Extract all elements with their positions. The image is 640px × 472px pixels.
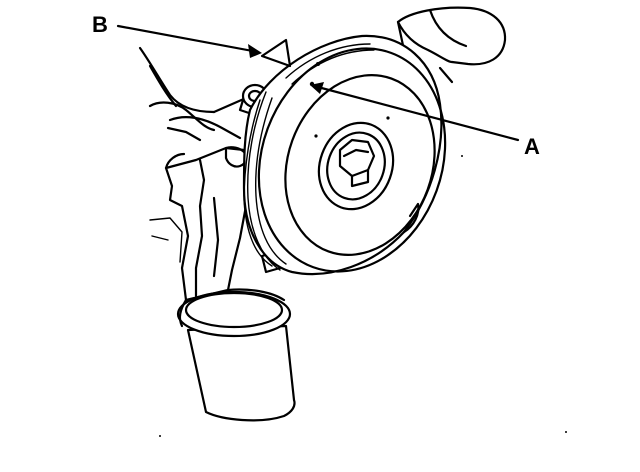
leader-line-a (310, 82, 520, 142)
scan-speck (565, 431, 567, 433)
scan-speck (461, 155, 463, 157)
callout-label-a: A (524, 134, 540, 159)
scan-speck (159, 435, 161, 437)
center-bolt (338, 138, 376, 188)
pointer-mark-b (260, 38, 292, 68)
callout-label-b: B (92, 12, 108, 37)
leader-line-b (116, 24, 262, 58)
